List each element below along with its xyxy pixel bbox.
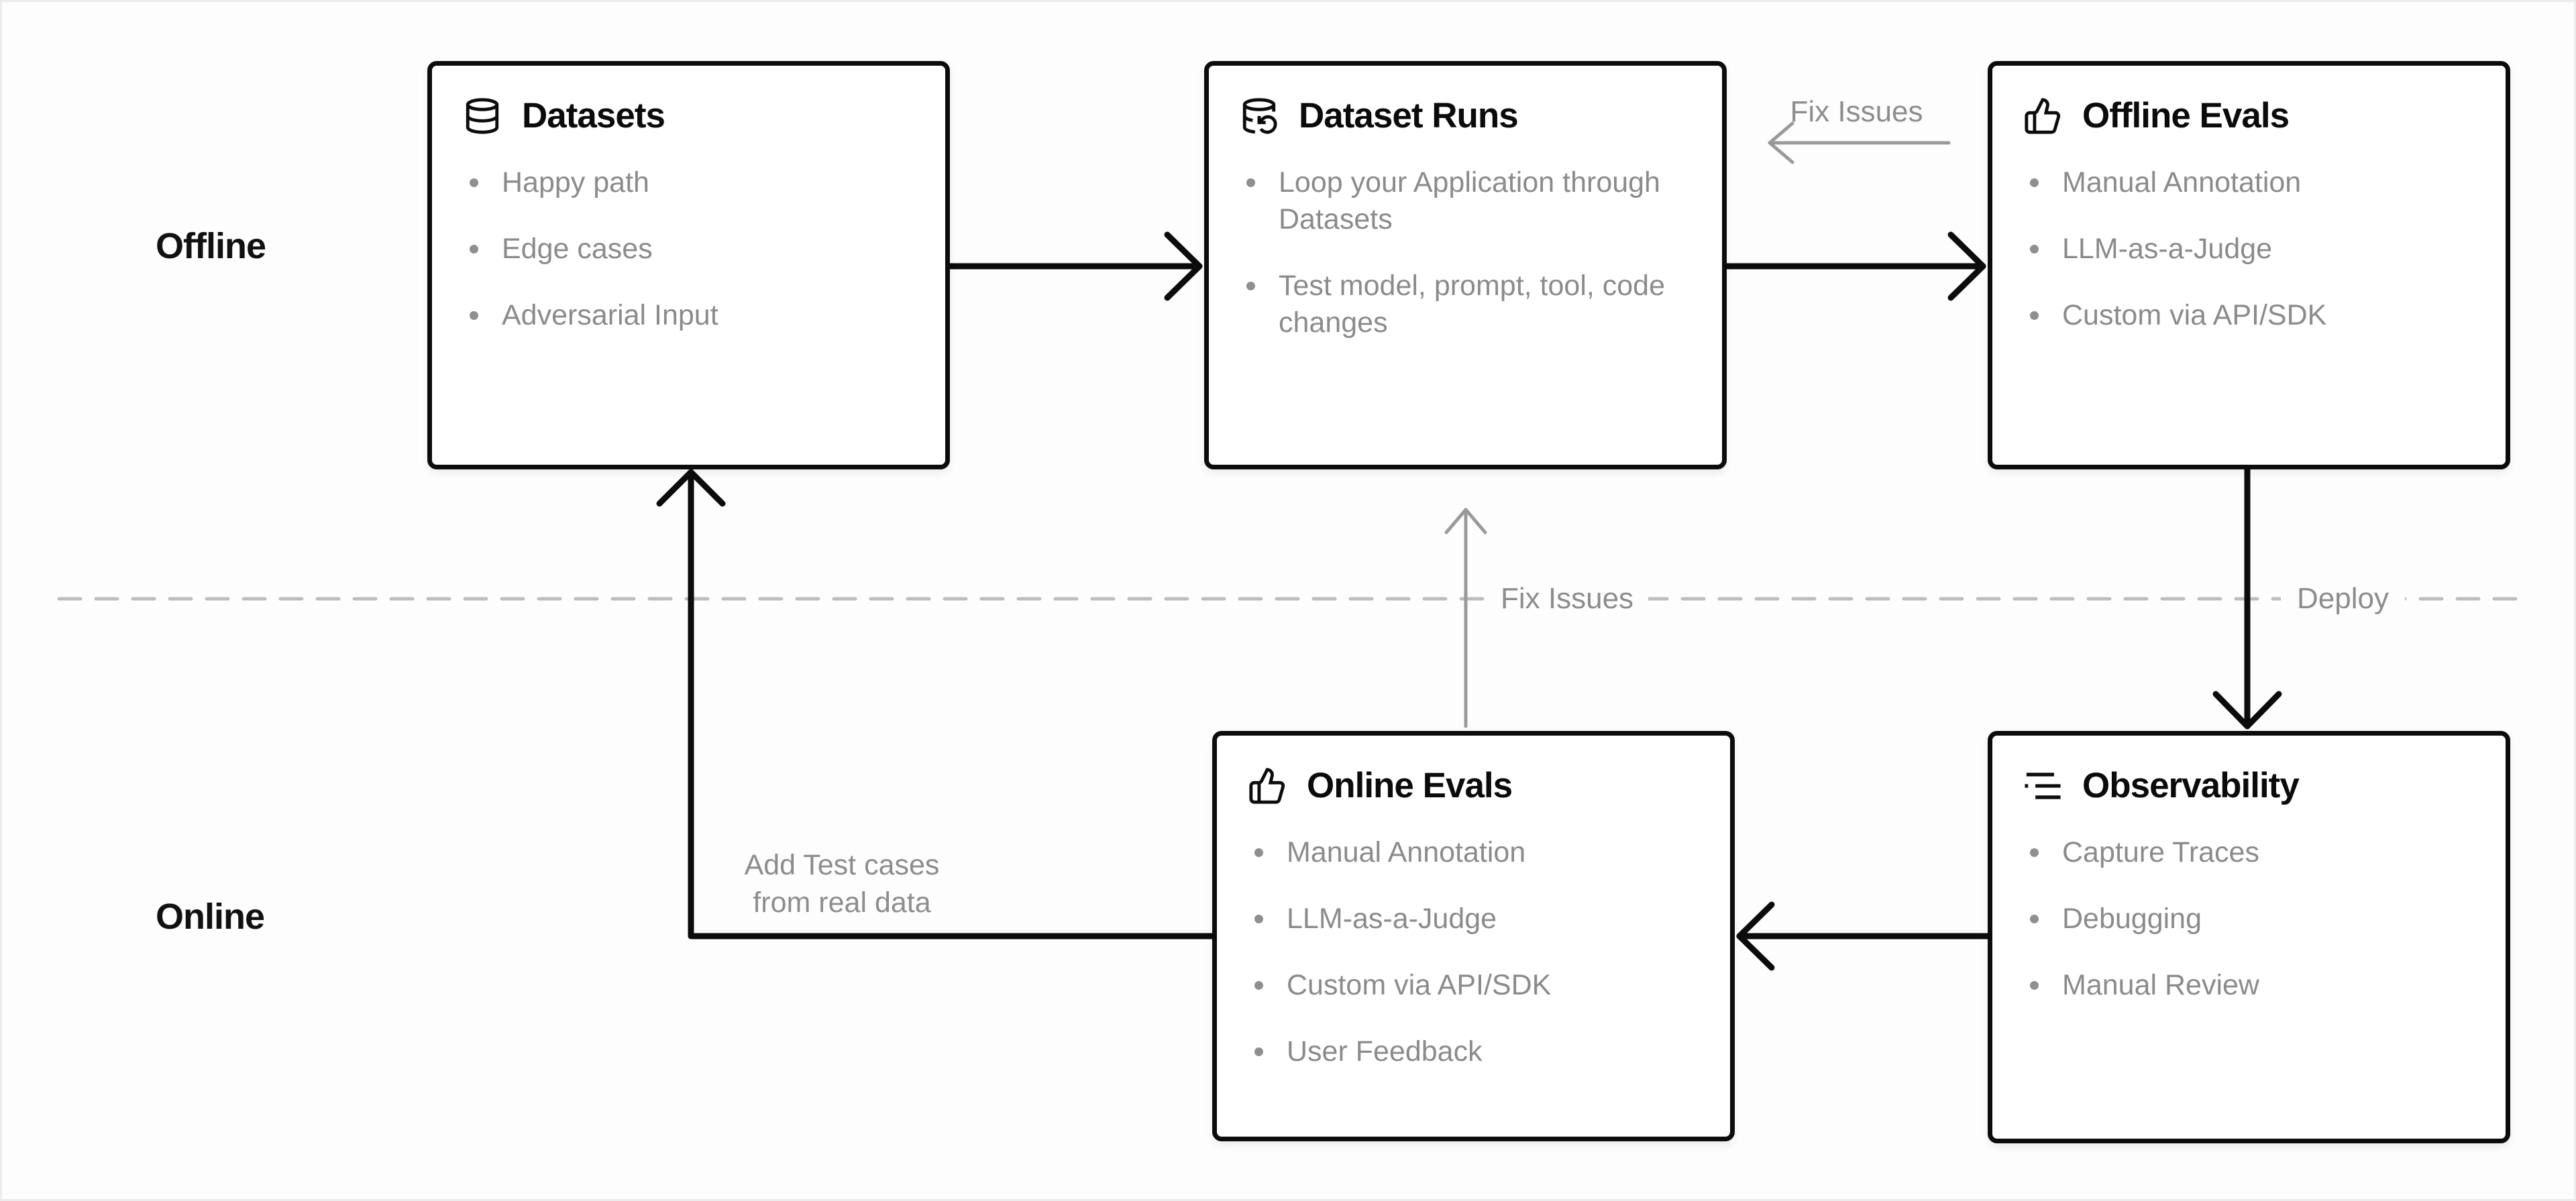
list-item: Adversarial Input (463, 297, 891, 334)
list-item: Manual Annotation (2023, 164, 2451, 201)
node-observability-header: Observability (2023, 765, 2506, 806)
list-item: Test model, prompt, tool, code changes (1240, 268, 1668, 341)
edge-label-deploy: Deploy (2281, 579, 2405, 618)
list-item: Loop your Application through Datasets (1240, 164, 1668, 238)
list-item: Manual Annotation (1248, 834, 1676, 871)
node-datasets: Datasets Happy path Edge cases Adversari… (427, 61, 950, 469)
node-online-evals: Online Evals Manual Annotation LLM-as-a-… (1212, 731, 1735, 1141)
thumbs-up-icon (1248, 766, 1287, 805)
node-online-evals-header: Online Evals (1248, 765, 1730, 806)
edge-label-fix-issues-top: Fix Issues (1790, 95, 1923, 128)
node-dataset-runs-header: Dataset Runs (1240, 95, 1722, 136)
arrow-observability-to-online-evals (1736, 901, 1991, 971)
database-icon (463, 97, 502, 135)
arrow-offline-evals-to-observability (2212, 465, 2282, 730)
node-dataset-runs: Dataset Runs Loop your Application throu… (1204, 61, 1727, 469)
list-item: LLM-as-a-Judge (1248, 901, 1676, 937)
node-observability: Observability Capture Traces Debugging M… (1988, 731, 2510, 1143)
node-title: Online Evals (1307, 766, 1513, 805)
node-observability-list: Capture Traces Debugging Manual Review (2023, 834, 2506, 1004)
node-offline-evals: Offline Evals Manual Annotation LLM-as-a… (1988, 61, 2510, 469)
list-item: Manual Review (2023, 967, 2451, 1004)
arrow-fix-issues-mid (1444, 508, 1487, 728)
node-title: Observability (2082, 766, 2300, 805)
list-item: LLM-as-a-Judge (2023, 231, 2451, 268)
node-datasets-list: Happy path Edge cases Adversarial Input (463, 164, 945, 334)
list-item: Debugging (2023, 901, 2451, 937)
node-dataset-runs-list: Loop your Application through Datasets T… (1240, 164, 1722, 341)
logs-icon (2023, 766, 2062, 805)
node-online-evals-list: Manual Annotation LLM-as-a-Judge Custom … (1248, 834, 1730, 1070)
list-item: Edge cases (463, 231, 891, 268)
edge-label-fix-issues-mid: Fix Issues (1486, 579, 1649, 618)
node-title: Datasets (522, 96, 665, 135)
node-offline-evals-list: Manual Annotation LLM-as-a-Judge Custom … (2023, 164, 2506, 334)
thumbs-up-icon (2023, 97, 2062, 135)
database-refresh-icon (1240, 97, 1279, 135)
node-datasets-header: Datasets (463, 95, 945, 136)
lane-label-online: Online (156, 897, 265, 937)
list-item: Happy path (463, 164, 891, 201)
node-offline-evals-header: Offline Evals (2023, 95, 2506, 136)
list-item: Custom via API/SDK (2023, 297, 2451, 334)
list-item: Capture Traces (2023, 834, 2451, 871)
list-item: Custom via API/SDK (1248, 967, 1676, 1004)
node-title: Offline Evals (2082, 96, 2290, 135)
edge-label-add-test-cases: Add Test cases from real data (744, 849, 940, 919)
lane-label-offline: Offline (156, 226, 266, 266)
arrow-dataset-runs-to-offline-evals (1723, 231, 1986, 301)
arrow-datasets-to-dataset-runs (947, 231, 1203, 301)
node-title: Dataset Runs (1299, 96, 1519, 135)
list-item: User Feedback (1248, 1033, 1676, 1070)
